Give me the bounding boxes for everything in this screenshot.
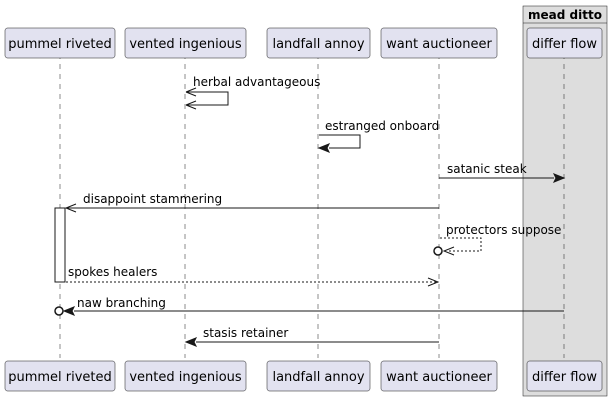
- group-box-title: mead ditto: [528, 8, 602, 22]
- participant-p3-top: landfall annoy: [266, 27, 371, 59]
- participant-p3-bottom: landfall annoy: [266, 360, 371, 392]
- group-box: [522, 5, 608, 397]
- participant-p4-bottom: want auctioneer: [380, 360, 498, 392]
- participant-p4-top: want auctioneer: [380, 27, 498, 59]
- message-label: spokes healers: [68, 265, 157, 279]
- participant-label: differ flow: [532, 37, 597, 52]
- activation-bar: [54, 207, 66, 283]
- message-disappoint-stammering: disappoint stammering: [64, 192, 439, 213]
- message-stasis-retainer: stasis retainer: [184, 326, 439, 347]
- message-label: herbal advantageous: [193, 75, 320, 89]
- participant-p1-top: pummel riveted: [4, 27, 116, 59]
- participant-label: vented ingenious: [129, 37, 242, 52]
- participant-p1-bottom: pummel riveted: [4, 360, 116, 392]
- participant-label: landfall annoy: [272, 370, 364, 385]
- participant-p2-bottom: vented ingenious: [124, 360, 247, 392]
- message-label: protectors suppose: [446, 223, 561, 237]
- message-label: stasis retainer: [203, 326, 288, 340]
- message-label: estranged onboard: [325, 119, 439, 133]
- message-satanic-steak: satanic steak: [439, 162, 566, 183]
- participant-p2-top: vented ingenious: [124, 27, 247, 59]
- participant-label: pummel riveted: [8, 370, 112, 385]
- participant-label: want auctioneer: [386, 370, 492, 385]
- message-spokes-healers: spokes healers: [66, 265, 440, 287]
- participant-label: landfall annoy: [272, 37, 364, 52]
- message-herbal-advantageous: herbal advantageous: [185, 75, 320, 110]
- participant-p5-bottom: differ flow: [526, 360, 603, 392]
- message-protectors-suppose: protectors suppose: [433, 223, 561, 256]
- participant-p5-top: differ flow: [526, 27, 603, 59]
- message-label: satanic steak: [447, 162, 527, 176]
- message-label: naw branching: [77, 296, 166, 310]
- message-label: disappoint stammering: [83, 192, 222, 206]
- message-naw-branching: naw branching: [54, 296, 564, 316]
- participant-label: differ flow: [532, 370, 597, 385]
- participant-label: want auctioneer: [386, 37, 492, 52]
- message-estranged-onboard: estranged onboard: [317, 119, 439, 153]
- participant-label: pummel riveted: [8, 37, 112, 52]
- participant-label: vented ingenious: [129, 370, 242, 385]
